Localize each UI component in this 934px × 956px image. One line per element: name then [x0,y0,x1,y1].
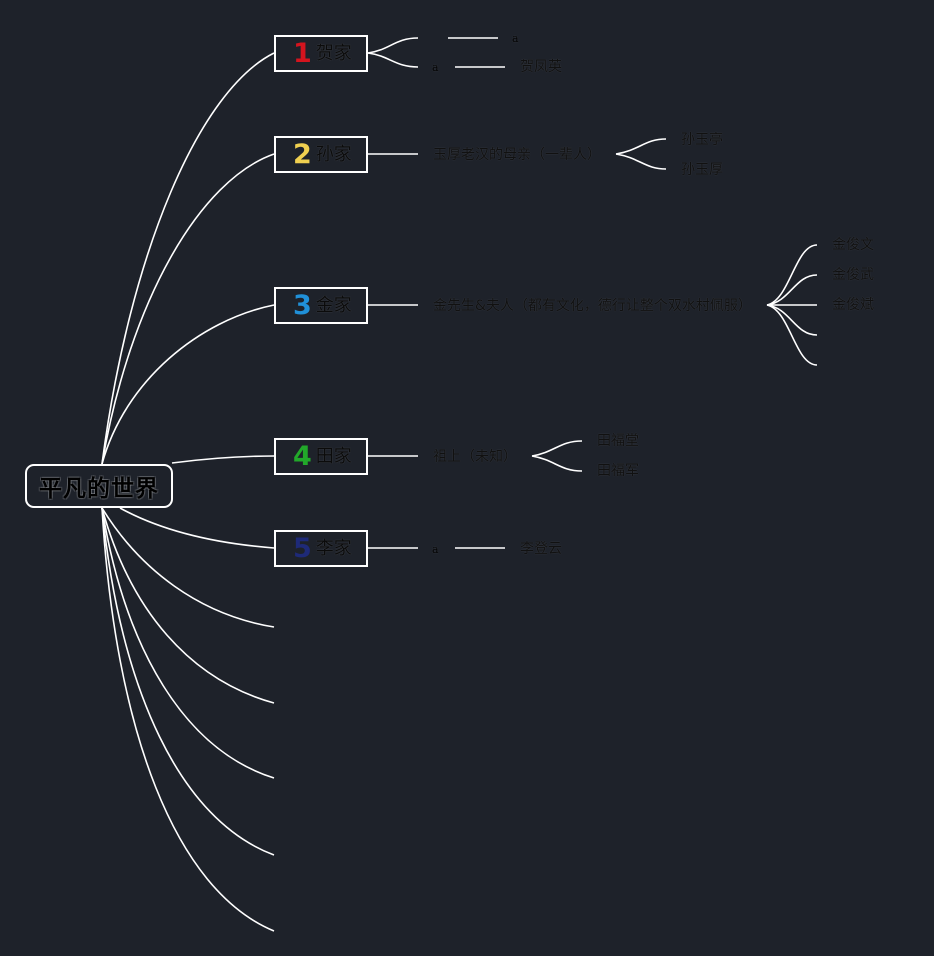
family-topic-4[interactable]: 4 田家 [274,438,368,475]
f3-parent-topic[interactable]: 金先生&夫人（都有文化，德行让整个双水村佩服） [433,298,752,314]
family-topic-2[interactable]: 2 孙家 [274,136,368,173]
link-root-family-5 [119,507,275,549]
link-f3-child-4 [766,304,818,336]
f1-subtopic-2-child[interactable]: 贺凤英 [520,59,562,75]
f5-child-1[interactable]: 李登云 [520,541,562,557]
family-topic-4-label: 田家 [315,445,352,467]
family-topic-5[interactable]: 5 李家 [274,530,368,567]
f1-subtopic-2-label[interactable]: a [432,61,439,74]
link-root-family-1 [101,52,275,465]
number-2-icon: 2 [293,139,312,170]
f4-child-1[interactable]: 田福堂 [597,433,639,449]
root-topic[interactable]: 平凡的世界 [25,464,173,508]
link-f1-a1 [367,37,419,54]
link-root-empty-1 [101,507,275,628]
f2-child-2[interactable]: 孙玉厚 [681,162,723,178]
f4-child-2[interactable]: 田福军 [597,463,639,479]
link-f3-child-1 [766,244,818,306]
link-f4-child-2 [531,455,583,472]
family-topic-1-label: 贺家 [315,42,352,64]
link-root-empty-3 [101,507,275,779]
link-f3-child-2 [766,274,818,306]
link-f1-a2 [367,52,419,68]
link-root-empty-5 [101,507,275,932]
link-f2-child-2 [615,153,667,170]
link-f4-child-1 [531,440,583,457]
number-4-icon: 4 [293,441,312,472]
link-root-empty-4 [101,507,275,856]
family-topic-5-label: 李家 [315,537,352,559]
family-topic-2-label: 孙家 [315,143,352,165]
link-root-family-3 [101,304,275,465]
root-topic-label: 平凡的世界 [39,476,159,502]
f1-subtopic-1-label[interactable]: a [512,32,519,45]
link-f3-child-5 [766,304,818,366]
link-root-family-2 [101,153,275,465]
f2-parent-topic[interactable]: 玉厚老汉的母亲（一辈人） [433,147,601,163]
f3-child-1[interactable]: 金俊文 [832,237,874,253]
f3-child-2[interactable]: 金俊武 [832,267,874,283]
link-root-family-4 [171,455,275,464]
link-root-empty-2 [101,507,275,704]
link-f2-child-1 [615,138,667,155]
f2-child-1[interactable]: 孙玉亭 [681,132,723,148]
number-5-icon: 5 [293,533,312,564]
number-3-icon: 3 [293,290,312,321]
family-topic-3-label: 金家 [315,294,352,316]
family-topic-1[interactable]: 1 贺家 [274,35,368,72]
f3-child-3[interactable]: 金俊斌 [832,297,874,313]
family-topic-3[interactable]: 3 金家 [274,287,368,324]
f5-parent-topic[interactable]: a [432,543,439,556]
number-1-icon: 1 [293,38,312,69]
f4-parent-topic[interactable]: 祖上（未知） [433,449,517,465]
